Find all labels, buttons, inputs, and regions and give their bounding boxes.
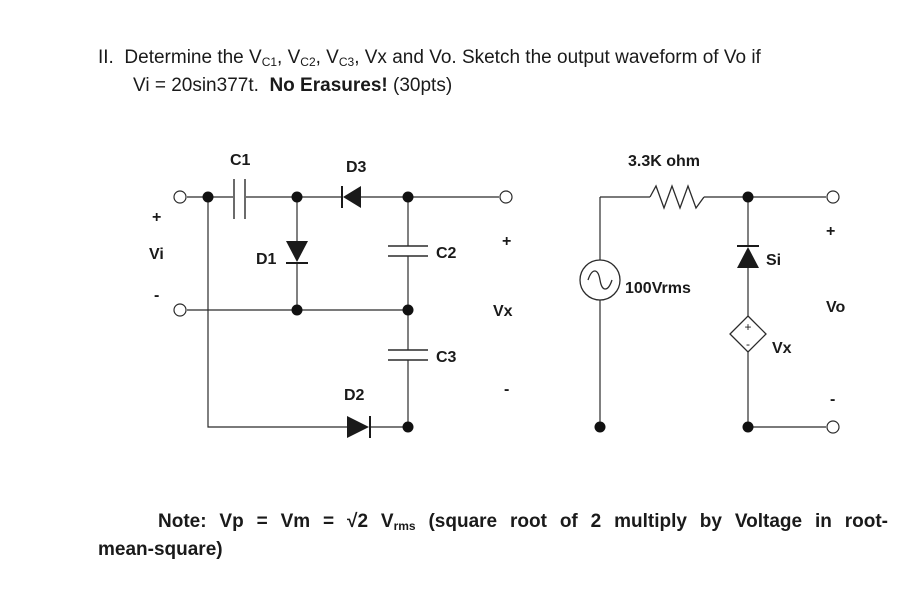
vo-minus-terminal <box>826 420 840 434</box>
question-sep-1: , V <box>277 47 301 68</box>
question-text-b: , Vx and Vo. Sketch the output waveform … <box>354 47 761 68</box>
question-line-1: II. Determine the VC1, VC2, VC3, Vx and … <box>98 44 761 72</box>
diode-si <box>737 245 759 268</box>
vi-minus-sign: - <box>154 287 159 304</box>
right-circuit: 3.3K ohm 100Vrms Si Vx + - + Vo - <box>579 153 845 434</box>
d1-label: D1 <box>256 251 277 268</box>
points-text: (30pts) <box>393 75 453 96</box>
rms-subscript: rms <box>393 519 416 533</box>
ac-source <box>579 259 621 301</box>
vc3-subscript: C3 <box>338 55 355 69</box>
junction-dot <box>202 191 214 203</box>
dep-plus-sign: + <box>744 320 751 334</box>
source-label: 100Vrms <box>625 280 691 297</box>
junction-dot <box>742 421 754 433</box>
vc2-subscript: C2 <box>300 55 316 69</box>
wire-left-return <box>207 197 347 428</box>
question-input-expr: Vi = 20sin377t. <box>133 75 259 96</box>
vi-plus-terminal <box>173 190 187 204</box>
question-line-2: Vi = 20sin377t. No Erasures! (30pts) <box>133 72 452 100</box>
note-line-1-b: (square root of 2 multiply by Voltage in… <box>415 511 888 532</box>
dep-minus-sign: - <box>746 337 750 351</box>
vx-minus-sign: - <box>504 381 509 398</box>
dep-source-label: Vx <box>772 340 792 357</box>
diode-d2 <box>347 416 371 438</box>
no-erasures-text: No Erasures! <box>269 75 388 96</box>
capacitor-c2 <box>388 245 428 257</box>
question-text-a: Determine the V <box>124 47 262 68</box>
note-line-1: Note: Vp = Vm = √2 Vrms (square root of … <box>98 508 888 536</box>
junction-dot <box>291 304 303 316</box>
junction-dot <box>402 304 414 316</box>
vo-label: Vo <box>826 299 845 316</box>
left-circuit: C1 D3 D1 C2 C3 D2 + Vi - + Vx - <box>149 152 513 438</box>
dependent-source <box>729 315 767 353</box>
vi-minus-terminal <box>173 303 187 317</box>
junction-dot <box>402 421 414 433</box>
vo-plus-sign: + <box>826 223 835 240</box>
c2-label: C2 <box>436 245 457 262</box>
junction-dot <box>402 191 414 203</box>
vx-plus-sign: + <box>502 233 511 250</box>
note-text: Note: Vp = Vm = √2 Vrms (square root of … <box>98 508 888 564</box>
d3-label: D3 <box>346 159 367 176</box>
c3-label: C3 <box>436 349 457 366</box>
c1-label: C1 <box>230 152 251 169</box>
resistor-3k3 <box>649 184 705 210</box>
capacitor-c3 <box>388 349 428 361</box>
junction-dot <box>594 421 606 433</box>
vo-minus-sign: - <box>830 391 835 408</box>
note-line-2: mean-square) <box>98 539 223 560</box>
vx-plus-terminal <box>499 190 513 204</box>
capacitor-c1 <box>233 179 246 219</box>
vc1-subscript: C1 <box>261 55 278 69</box>
junction-dot <box>291 191 303 203</box>
note-line-1-a: Note: Vp = Vm = √2 V <box>158 511 394 532</box>
vi-plus-sign: + <box>152 209 161 226</box>
vi-label: Vi <box>149 246 164 263</box>
vx-label: Vx <box>493 303 513 320</box>
question-sep-2: , V <box>315 47 339 68</box>
question-number: II. <box>98 47 114 68</box>
vo-plus-terminal <box>826 190 840 204</box>
d2-label: D2 <box>344 387 365 404</box>
resistor-label: 3.3K ohm <box>628 153 700 170</box>
junction-dot <box>742 191 754 203</box>
diode-d3 <box>341 186 361 208</box>
si-label: Si <box>766 252 781 269</box>
diode-d1 <box>286 241 308 264</box>
